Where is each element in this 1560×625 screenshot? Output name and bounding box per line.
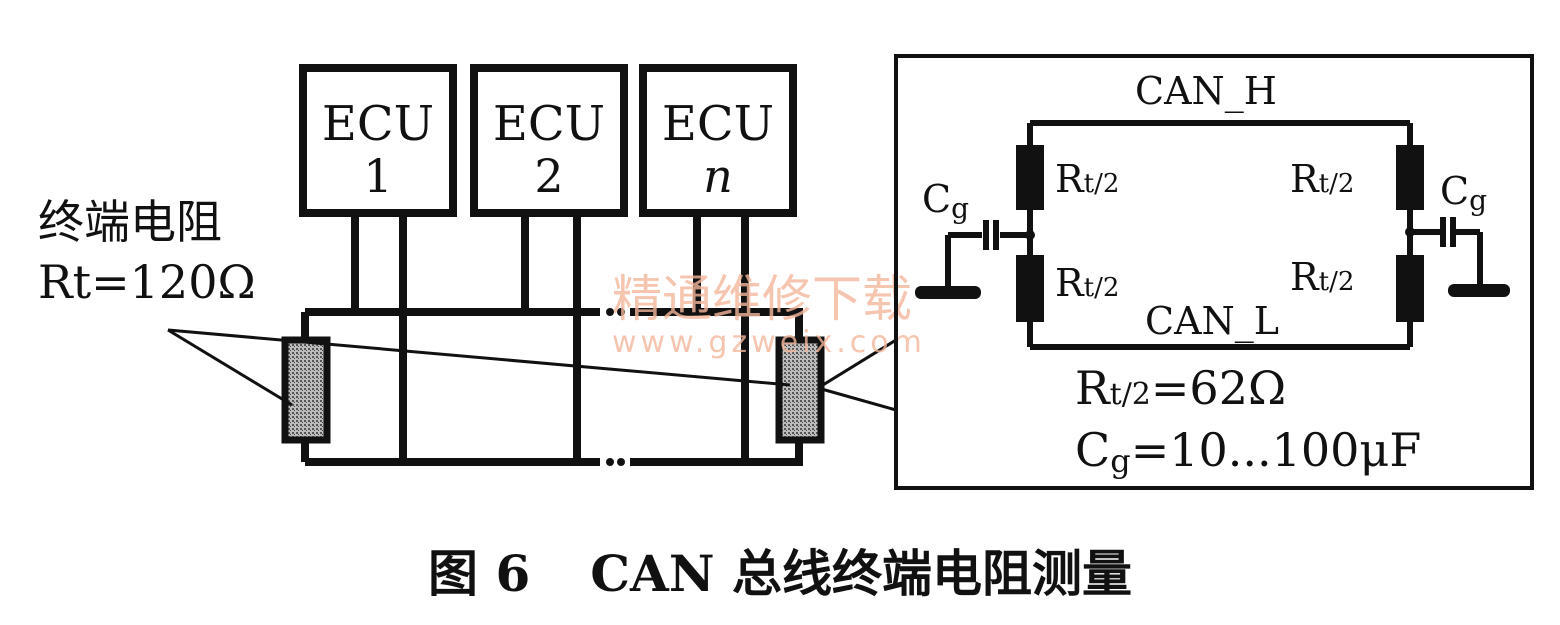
bus-continuation-dots xyxy=(606,308,625,466)
termination-resistor-left xyxy=(281,336,331,444)
can-h-label: CAN_H xyxy=(1135,69,1277,114)
ecu-2: ECU 2 xyxy=(470,64,628,217)
ground-left-icon xyxy=(915,286,981,299)
pointer-lines xyxy=(167,328,897,412)
resistor-half-right-top xyxy=(1396,145,1424,210)
ecu-1: ECU 1 xyxy=(299,64,457,217)
detail-box: CAN_H CAN_L Rt/2 Rt/2 Rt/2 Rt/2 Cg Cg Rt… xyxy=(894,54,1534,490)
spec-resistance: Rt/2=62Ω xyxy=(1075,361,1286,415)
resistor-half-left-top xyxy=(1016,145,1044,210)
resistor-half-right-bottom xyxy=(1396,255,1424,322)
figure-caption: 图 6 CAN 总线终端电阻测量 xyxy=(0,530,1560,610)
ecu-2-name: ECU xyxy=(493,96,605,152)
watermark-title: 精通维修下载 xyxy=(612,270,912,328)
ecu-2-number: 2 xyxy=(534,149,563,203)
resistor-half-left-bottom xyxy=(1016,255,1044,322)
ecu-n-name: ECU xyxy=(662,96,774,152)
capacitor-label-left: Cg xyxy=(922,177,969,225)
can-l-label: CAN_L xyxy=(1145,299,1279,344)
resistor-label-left-top: Rt/2 xyxy=(1055,157,1119,201)
bus-wiring xyxy=(301,213,803,466)
can-bus-diagram: ECU 1 ECU 2 ECU n xyxy=(38,54,1534,490)
ecu-1-name: ECU xyxy=(322,96,434,152)
resistor-label-right-top: Rt/2 xyxy=(1290,157,1354,201)
spec-capacitance: Cg=10...100μF xyxy=(1075,423,1421,480)
watermark-url: www.gzweix.com xyxy=(612,325,926,360)
figure-number: 图 6 xyxy=(428,544,531,603)
capacitor-label-right: Cg xyxy=(1440,169,1487,217)
termination-resistor-value: Rt=120Ω xyxy=(38,255,256,309)
ecu-n: ECU n xyxy=(639,64,797,217)
resistor-label-right-bottom: Rt/2 xyxy=(1290,255,1354,299)
ground-right-icon xyxy=(1448,284,1510,297)
figure-title: CAN 总线终端电阻测量 xyxy=(590,544,1132,603)
termination-resistor-label: 终端电阻 xyxy=(38,195,222,249)
resistor-label-left-bottom: Rt/2 xyxy=(1055,261,1119,305)
ecu-1-number: 1 xyxy=(363,149,392,203)
ecu-n-number: n xyxy=(703,149,733,203)
